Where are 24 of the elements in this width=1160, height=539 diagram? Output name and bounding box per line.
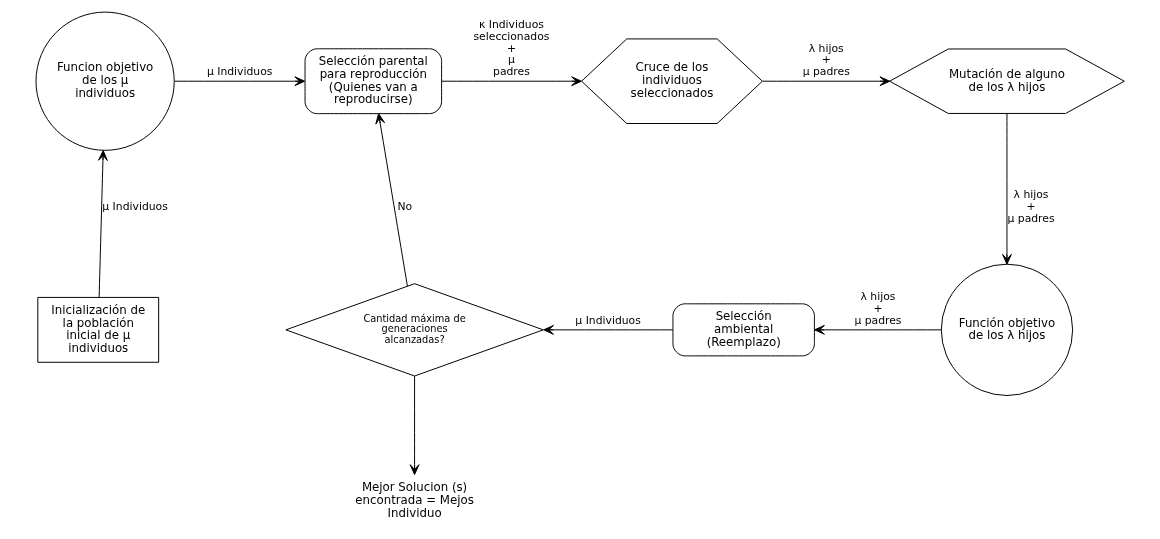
node-box: Selección parental para reproducción (Quienes van a reproducirse) <box>304 48 443 115</box>
edge-label: λ hijos + μ padres <box>802 41 850 79</box>
arrow <box>98 150 108 298</box>
edge-label: No <box>397 200 413 214</box>
arrow <box>174 76 306 87</box>
node-circle: Función objetivo de los λ hijos <box>940 263 1074 396</box>
edge-label: κ Individuos seleccionados + μ padres <box>473 17 550 79</box>
node-text: Mejor Solucion (s) encontrada = Mejos Individuo <box>355 480 474 520</box>
arrow <box>1002 112 1012 265</box>
node-diamond: Cantidad máxima de generaciones alcanzadas? <box>285 283 544 377</box>
arrow <box>543 324 674 335</box>
edge-label: λ hijos + μ padres <box>854 290 902 327</box>
arrow <box>375 113 408 287</box>
edge-label: μ Individuos <box>206 65 273 79</box>
arrow <box>762 76 891 87</box>
node-circle: Funcion objetivo de los μ individuos <box>35 11 175 151</box>
arrow <box>441 76 582 87</box>
node-box: Inicialización de la población inicial de μ individuos <box>37 296 160 363</box>
edge-label: μ Individuos <box>102 200 168 214</box>
arrow <box>814 324 942 335</box>
edge-label: λ hijos + μ padres <box>1007 188 1055 225</box>
node-box: Selección ambiental (Reemplazo) <box>672 303 815 357</box>
edge-label: μ Individuos <box>575 313 641 327</box>
arrow <box>409 375 420 475</box>
